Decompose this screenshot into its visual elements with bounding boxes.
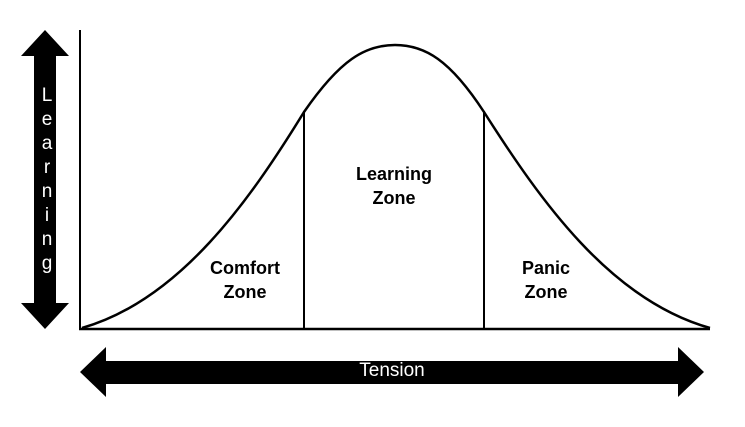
comfort-zone-label: Comfort Zone [185, 256, 305, 304]
y-axis-letter: r [43, 157, 51, 178]
y-axis-letter: a [41, 133, 53, 154]
learning-zone-line2: Zone [372, 188, 416, 208]
bell-curve [81, 43, 711, 330]
y-axis-letter: n [41, 229, 53, 250]
y-axis-letter: g [41, 253, 53, 274]
panic-zone-line2: Zone [524, 282, 568, 302]
panic-zone-label: Panic Zone [486, 256, 606, 304]
learning-zone-label: Learning Zone [334, 162, 454, 210]
y-axis-letter: n [41, 181, 53, 202]
y-axis-letter: i [44, 205, 50, 226]
y-axis-arrow [21, 30, 69, 329]
x-axis-arrow [80, 347, 704, 397]
comfort-zone-line1: Comfort [210, 258, 280, 278]
y-axis-letter: L [41, 85, 53, 106]
learning-zone-line1: Learning [355, 164, 432, 184]
panic-zone-line1: Panic [521, 258, 571, 278]
y-axis-letter: e [41, 109, 53, 130]
x-axis-label: Tension [359, 360, 425, 381]
comfort-zone-line2: Zone [223, 282, 267, 302]
